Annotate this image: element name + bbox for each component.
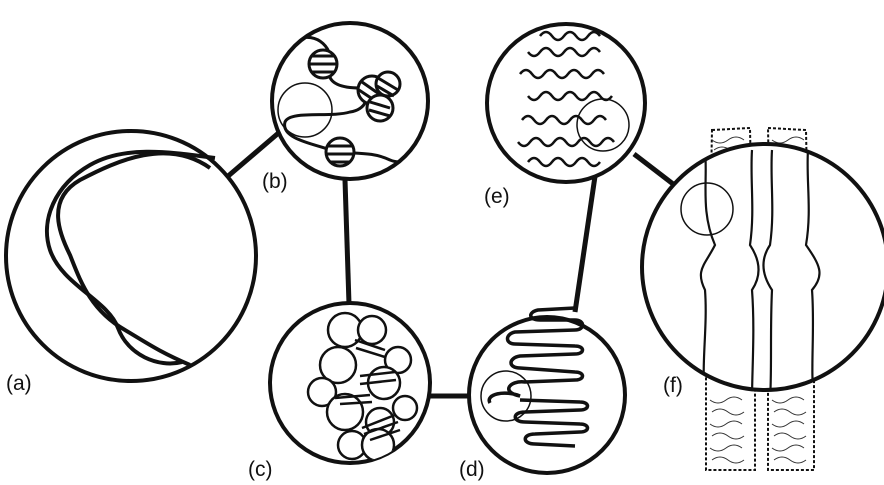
panel-e-condensed-section <box>485 22 647 184</box>
nucleosome-c3 <box>318 345 358 385</box>
nucleosome-c5 <box>306 376 338 408</box>
label-c: (c) <box>248 458 273 481</box>
nucleosome-b5 <box>324 136 356 168</box>
panel-f-chromosome <box>640 126 884 471</box>
label-b: (b) <box>262 170 288 193</box>
panel-d-looped-domains <box>467 306 627 475</box>
zoom-marker-e <box>576 98 630 152</box>
connector-a-b <box>225 128 284 179</box>
connector-lines <box>225 128 692 399</box>
panel-a-dna-helix <box>4 129 258 383</box>
label-d: (d) <box>459 458 485 481</box>
nucleosome-b4 <box>365 93 395 123</box>
connector-b-c <box>342 179 352 305</box>
chromatid-outline-left <box>699 149 760 390</box>
zoom-marker-b <box>277 82 333 138</box>
label-e: (e) <box>484 185 510 208</box>
helix-strand-2 <box>56 151 212 367</box>
looped-fiber <box>487 306 590 448</box>
zoom-marker-d <box>480 370 532 422</box>
condensed-fiber-bottom <box>517 114 615 168</box>
connector-d-e <box>572 155 601 313</box>
helix-strand-1 <box>44 149 216 366</box>
nucleosome-c2 <box>356 314 388 346</box>
condensed-fiber-top <box>519 30 613 102</box>
chromatid-outline-right <box>762 149 821 390</box>
panel-c-solenoid <box>268 301 432 465</box>
nucleosome-b3 <box>374 70 402 98</box>
label-f: (f) <box>663 374 683 397</box>
panel-b-nucleosomes <box>270 21 430 181</box>
zoom-marker-f <box>680 182 734 236</box>
label-a: (a) <box>6 372 32 395</box>
nucleosome-c7 <box>325 392 365 432</box>
nucleosome-b1 <box>307 48 339 80</box>
nucleosome-c8 <box>391 394 419 422</box>
